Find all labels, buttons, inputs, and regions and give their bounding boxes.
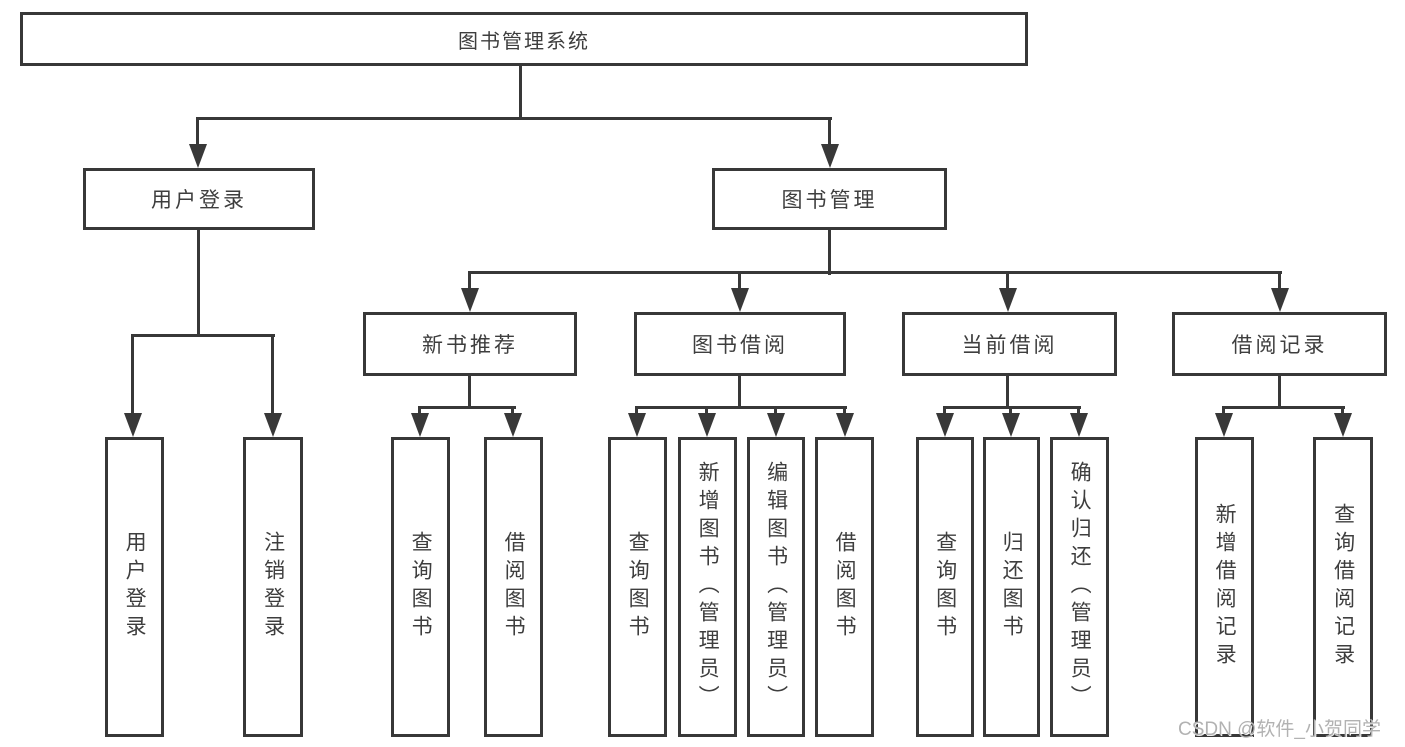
- connector-level2-bar: [468, 271, 1282, 274]
- node-borrowing-records: 借阅记录: [1172, 312, 1387, 376]
- leaf-query-books-borrowing: 查询图书: [608, 437, 667, 737]
- node-library-system: 图书管理系统: [20, 12, 1028, 66]
- connector-leaf-stub: [635, 406, 638, 418]
- connector-stub-leaf-logout: [271, 334, 274, 418]
- connector-stub-leaf-user-login: [131, 334, 134, 418]
- leaf-edit-books-admin: 编辑图书（管理员）: [747, 437, 805, 737]
- down-arrowhead-icon: [189, 144, 207, 168]
- down-arrowhead-icon: [1334, 413, 1352, 437]
- connector-leaf-stub: [943, 406, 946, 418]
- down-arrowhead-icon: [264, 413, 282, 437]
- leaf-query-books-recommend: 查询图书: [391, 437, 450, 737]
- watermark: CSDN @软件_小贺同学: [1178, 719, 1381, 740]
- down-arrowhead-icon: [628, 413, 646, 437]
- connector-leaf-stub: [843, 406, 846, 418]
- connector-borrow-records-drop: [1278, 376, 1281, 409]
- connector-leaf-stub: [1341, 406, 1344, 418]
- down-arrowhead-icon: [504, 413, 522, 437]
- connector-stub-borrow-records: [1278, 271, 1281, 293]
- leaf-borrow-books-borrowing: 借阅图书: [815, 437, 874, 737]
- connector-stub-book-borrowing: [738, 271, 741, 293]
- leaf-add-books-admin: 新增图书（管理员）: [678, 437, 737, 737]
- connector-current-borrowing-bar: [943, 406, 1081, 409]
- leaf-logout-login: 注销登录: [243, 437, 303, 737]
- leaf-user-login: 用户登录: [105, 437, 164, 737]
- connector-root-drop: [519, 66, 522, 120]
- down-arrowhead-icon: [124, 413, 142, 437]
- leaf-add-borrow-record: 新增借阅记录: [1195, 437, 1254, 737]
- leaf-query-books-current: 查询图书: [916, 437, 974, 737]
- down-arrowhead-icon: [999, 288, 1017, 312]
- leaf-query-borrow-record: 查询借阅记录: [1313, 437, 1373, 737]
- node-book-management: 图书管理: [712, 168, 947, 230]
- connector-stub-current-borrowing: [1006, 271, 1009, 293]
- down-arrowhead-icon: [836, 413, 854, 437]
- node-book-borrowing: 图书借阅: [634, 312, 846, 376]
- down-arrowhead-icon: [731, 288, 749, 312]
- connector-leaf-stub: [705, 406, 708, 418]
- connector-stub-user-login: [196, 117, 199, 149]
- connector-borrow-records-bar: [1222, 406, 1345, 409]
- down-arrowhead-icon: [698, 413, 716, 437]
- down-arrowhead-icon: [1271, 288, 1289, 312]
- down-arrowhead-icon: [821, 144, 839, 168]
- connector-new-book-drop: [468, 376, 471, 409]
- connector-level1-bar: [197, 117, 832, 120]
- down-arrowhead-icon: [1002, 413, 1020, 437]
- leaf-borrow-books-recommend: 借阅图书: [484, 437, 543, 737]
- leaf-return-books: 归还图书: [983, 437, 1040, 737]
- connector-leaf-stub: [1009, 406, 1012, 418]
- connector-book-borrowing-bar: [635, 406, 847, 409]
- down-arrowhead-icon: [767, 413, 785, 437]
- node-user-login: 用户登录: [83, 168, 315, 230]
- connector-stub-new-book: [468, 271, 471, 293]
- connector-leaf-stub: [511, 406, 514, 418]
- connector-leaf-stub: [418, 406, 421, 418]
- connector-current-borrowing-drop: [1006, 376, 1009, 409]
- leaf-confirm-return-admin: 确认归还（管理员）: [1050, 437, 1109, 737]
- connector-book-management-drop: [828, 230, 831, 275]
- connector-leaf-stub: [1077, 406, 1080, 418]
- connector-book-borrowing-drop: [738, 376, 741, 409]
- node-new-book-recommendation: 新书推荐: [363, 312, 577, 376]
- connector-leaf-stub: [1222, 406, 1225, 418]
- connector-stub-book-management: [828, 117, 831, 149]
- down-arrowhead-icon: [936, 413, 954, 437]
- node-current-borrowing: 当前借阅: [902, 312, 1117, 376]
- down-arrowhead-icon: [411, 413, 429, 437]
- down-arrowhead-icon: [1215, 413, 1233, 437]
- down-arrowhead-icon: [461, 288, 479, 312]
- connector-user-login-bar: [131, 334, 275, 337]
- connector-leaf-stub: [774, 406, 777, 418]
- connector-user-login-drop: [197, 230, 200, 337]
- connector-new-book-bar: [418, 406, 516, 409]
- down-arrowhead-icon: [1070, 413, 1088, 437]
